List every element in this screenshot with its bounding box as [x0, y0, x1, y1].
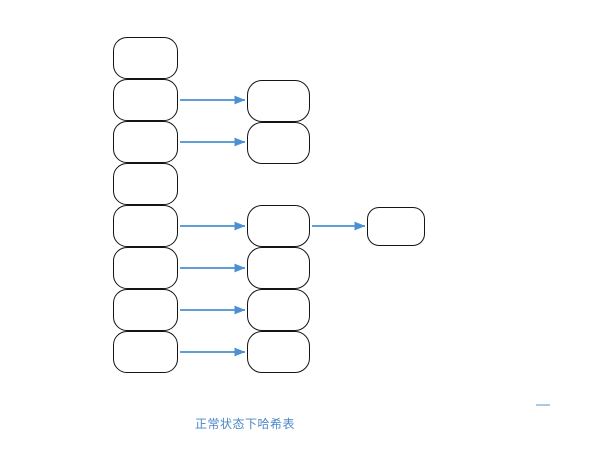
node-c2[interactable] [247, 205, 310, 247]
node-c1[interactable] [247, 122, 310, 164]
diagram-caption: 正常状态下哈希表 [194, 417, 295, 431]
watermark-mark [533, 401, 550, 408]
node-b3[interactable] [113, 163, 178, 205]
node-b6[interactable] [113, 289, 178, 331]
node-c5[interactable] [247, 331, 310, 373]
watermark-dash-icon [536, 403, 550, 406]
node-b0[interactable] [113, 37, 178, 79]
node-b4[interactable] [113, 205, 178, 247]
node-b2[interactable] [113, 121, 178, 163]
node-c0[interactable] [247, 80, 310, 122]
node-b5[interactable] [113, 247, 178, 289]
node-c3[interactable] [247, 247, 310, 289]
node-b7[interactable] [113, 331, 178, 373]
node-c4[interactable] [247, 289, 310, 331]
node-d0[interactable] [367, 207, 425, 246]
node-b1[interactable] [113, 79, 178, 121]
